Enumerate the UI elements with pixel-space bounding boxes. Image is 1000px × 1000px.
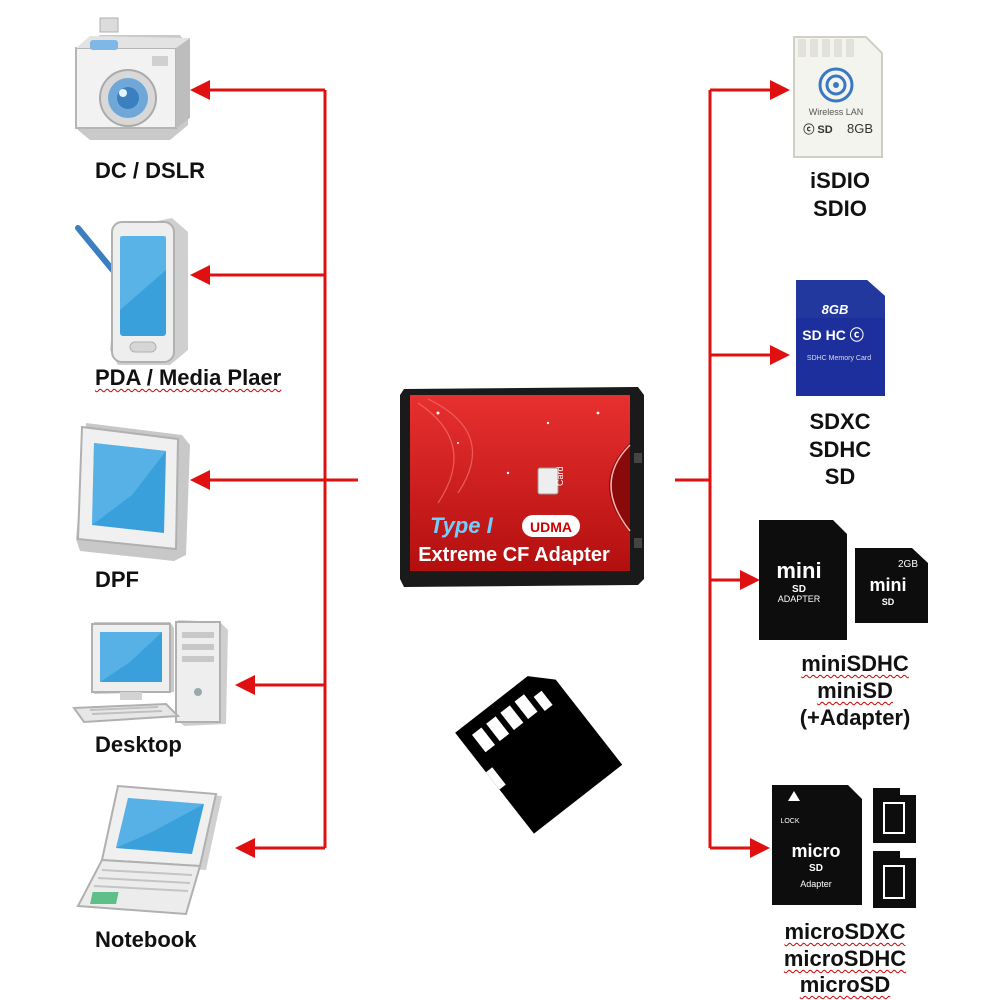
minisd-adapter-icon: mini SD ADAPTER xyxy=(759,520,847,640)
arrowhead-microsd xyxy=(750,838,770,858)
notebook-icon xyxy=(76,784,222,916)
isdio-label-1: iSDIO xyxy=(810,168,870,193)
arrowhead-notebook xyxy=(235,838,255,858)
sd-card-silhouette-icon xyxy=(455,676,623,834)
card-slot-icon xyxy=(537,467,559,495)
arrowhead-isdio xyxy=(770,80,790,100)
sd-label-3: SD xyxy=(824,464,856,489)
desktop-icon xyxy=(72,620,228,726)
dpf-label: DPF xyxy=(95,567,139,592)
card-slot-label: Card xyxy=(555,466,565,486)
adapter-name: Extreme CF Adapter xyxy=(418,544,610,566)
isdio-card-capacity: 8GB xyxy=(847,121,873,136)
minisd-adapter-text: ADAPTER xyxy=(778,594,821,604)
adapter-type-label: Type I xyxy=(430,513,494,538)
sd-card-text: SDHC Memory Card xyxy=(807,355,871,362)
pda-label: PDA / Media Plaer xyxy=(95,365,282,390)
minisd-adapter-brand-sd: SD xyxy=(792,584,806,595)
arrowhead-desktop xyxy=(235,675,255,695)
isdio-label-2: SDIO xyxy=(813,196,867,221)
dpf-icon xyxy=(76,423,190,561)
minisd-card-brand-sd: SD xyxy=(882,597,895,607)
sd-label-1: SDXC xyxy=(809,409,871,434)
sd-card-logo: SD HC ⓒ xyxy=(802,327,863,343)
desktop-label: Desktop xyxy=(95,732,182,757)
microsd-adapter-icon: LOCK micro SD Adapter xyxy=(772,785,862,905)
microsd-label-2: microSDHC xyxy=(783,946,907,971)
microsd-adapter-text: Adapter xyxy=(800,879,832,889)
microsd-label-1: microSDXC xyxy=(784,919,906,944)
sd-card-capacity: 8GB xyxy=(822,302,849,317)
minisd-label-3: (+Adapter) xyxy=(799,705,911,730)
arrowhead-pda xyxy=(190,265,210,285)
minisd-card-brand: mini xyxy=(869,575,906,595)
isdio-card-sdhc-logo: ⓒ SD xyxy=(803,122,832,136)
microsd-label-3: microSD xyxy=(799,972,891,997)
udma-badge xyxy=(522,515,580,537)
minisd-label-2: miniSD xyxy=(817,678,893,703)
microsd-card-icon-2 xyxy=(873,851,916,908)
arrowhead-dpf xyxy=(190,470,210,490)
sd-label-2: SDHC xyxy=(808,437,872,462)
arrowhead-camera xyxy=(190,80,210,100)
udma-label: UDMA xyxy=(530,519,572,535)
isdio-card-text: Wireless LAN xyxy=(809,107,864,117)
microsd-adapter-brand-sd: SD xyxy=(809,863,823,874)
minisd-card-capacity: 2GB xyxy=(898,559,918,570)
minisd-label-1: miniSDHC xyxy=(801,651,909,676)
notebook-label: Notebook xyxy=(95,927,197,952)
sd-card-icon: 8GB SD HC ⓒ SDHC Memory Card xyxy=(796,280,885,396)
microsd-adapter-lock: LOCK xyxy=(780,818,799,825)
isdio-card-icon: Wireless LAN 8GB ⓒ SD xyxy=(793,36,883,158)
cf-adapter-image: Card Type I UDMA Extreme CF Adapter xyxy=(400,387,644,587)
camera-label: DC / DSLR xyxy=(95,158,205,183)
microsd-card-icon-1 xyxy=(873,788,916,843)
microsd-adapter-brand: micro xyxy=(791,841,840,861)
minisd-adapter-brand: mini xyxy=(776,558,821,583)
minisd-card-icon: 2GB mini SD xyxy=(855,548,928,623)
pda-icon xyxy=(75,218,188,365)
arrowhead-sd xyxy=(770,345,790,365)
camera-icon xyxy=(75,17,190,140)
arrowhead-minisd xyxy=(740,570,760,590)
